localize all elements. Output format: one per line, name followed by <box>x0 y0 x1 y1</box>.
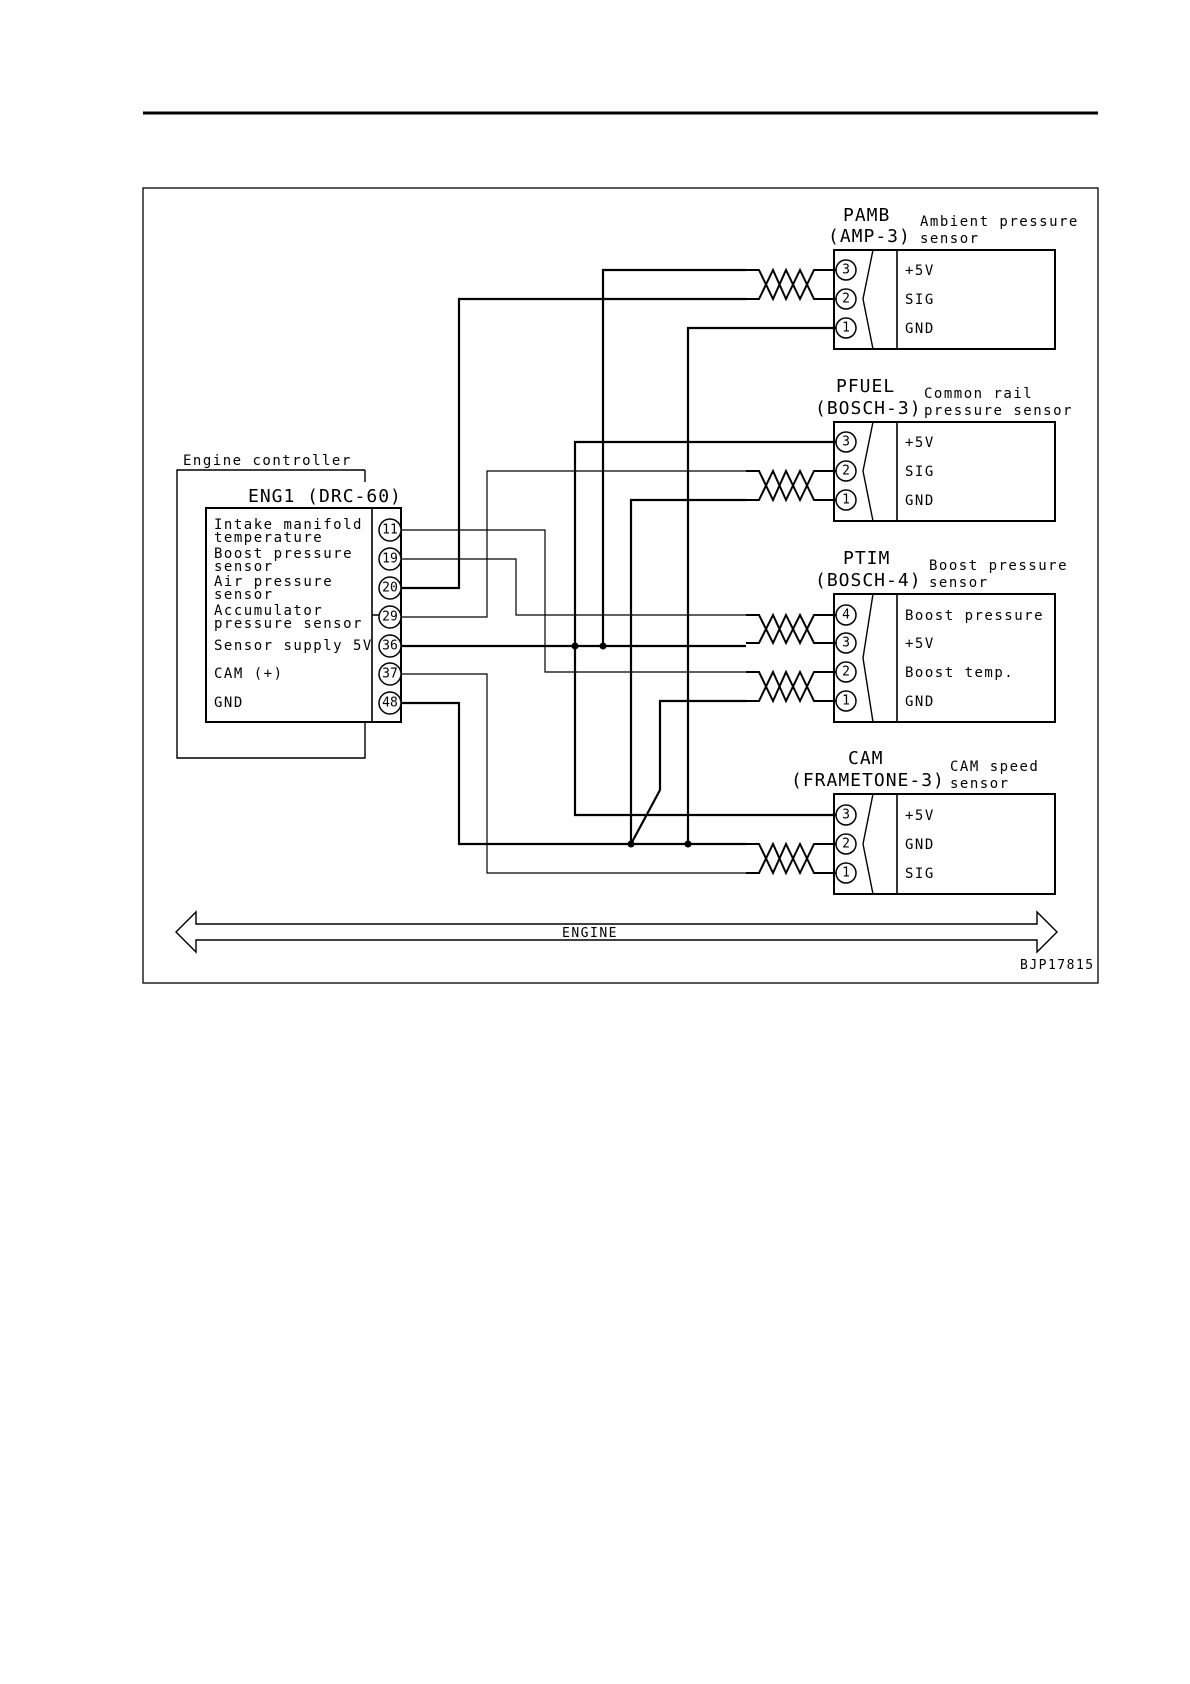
pfuel-pin-3-label: +5V <box>905 435 935 451</box>
pfuel-desc-1: Common rail <box>924 386 1033 402</box>
eng1-pin-48: 48 <box>382 696 398 711</box>
cam-pin-1-label: SIG <box>905 866 935 882</box>
pamb-desc-2: sensor <box>920 231 980 247</box>
controller-outline <box>176 469 366 759</box>
sensor-ptim: PTIM (BOSCH-4) Boost pressure sensor 4 3… <box>815 548 1068 723</box>
cam-pin-3-label: +5V <box>905 808 935 824</box>
engine-arrow <box>175 910 1058 954</box>
eng1-label-29a: Accumulator <box>214 603 323 619</box>
eng1-label-20a: Air pressure <box>214 574 333 590</box>
pfuel-name: PFUEL <box>836 376 895 397</box>
figure-code: BJP17815 <box>1020 958 1095 973</box>
cam-connector: (FRAMETONE-3) <box>791 770 945 791</box>
eng1-label-19b: sensor <box>214 559 274 575</box>
wire-gnd-pfuel <box>629 498 746 844</box>
cam-pin-2-label: GND <box>905 837 935 853</box>
pamb-connector: (AMP-3) <box>828 226 911 247</box>
controller-label: Engine controller <box>183 453 352 469</box>
ptim-pin-1-label: GND <box>905 694 935 710</box>
ptim-desc-2: sensor <box>929 575 989 591</box>
pfuel-pin-2-label: SIG <box>905 464 935 480</box>
sensor-cam: CAM (FRAMETONE-3) CAM speed sensor 3 2 1… <box>791 748 1056 895</box>
eng1-pin-19: 19 <box>382 552 398 567</box>
wires <box>401 267 836 876</box>
ptim-pin-4: 4 <box>842 608 850 623</box>
pfuel-connector: (BOSCH-3) <box>815 398 922 419</box>
pamb-desc-1: Ambient pressure <box>920 214 1079 230</box>
cam-desc-1: CAM speed <box>950 759 1039 775</box>
eng1-label-11a: Intake manifold <box>214 517 363 533</box>
junction-dots <box>571 642 692 848</box>
cam-pin-3: 3 <box>842 808 850 823</box>
twisted-pairs <box>746 267 836 876</box>
eng1-pin-29: 29 <box>382 610 398 625</box>
pfuel-desc-2: pressure sensor <box>924 403 1073 419</box>
eng1-label-48: GND <box>214 695 244 711</box>
sensor-pfuel: PFUEL (BOSCH-3) Common rail pressure sen… <box>815 376 1073 522</box>
pamb-pin-2: 2 <box>842 292 850 307</box>
wire-29-pfuel-sig <box>401 470 746 618</box>
ptim-connector: (BOSCH-4) <box>815 570 922 591</box>
wire-11-ptim-temp <box>401 529 746 673</box>
ptim-pin-3-label: +5V <box>905 636 935 652</box>
engine-label: ENGINE <box>562 926 618 941</box>
wire-gnd-ptim <box>630 699 746 845</box>
pamb-pin-2-label: SIG <box>905 292 935 308</box>
cam-name: CAM <box>848 748 884 769</box>
cam-pin-2: 2 <box>842 837 850 852</box>
wire-supply-pfuel <box>573 440 836 646</box>
pfuel-pin-3: 3 <box>842 435 850 450</box>
pamb-pin-1: 1 <box>842 321 850 336</box>
ptim-pin-4-label: Boost pressure <box>905 608 1044 624</box>
eng1-label-11b: temperature <box>214 530 323 546</box>
wire-gnd-pamb <box>686 326 836 844</box>
cam-pin-1: 1 <box>842 866 850 881</box>
cam-desc-2: sensor <box>950 776 1010 792</box>
ptim-pin-1: 1 <box>842 694 850 709</box>
pamb-name: PAMB <box>843 205 890 226</box>
pfuel-pin-1: 1 <box>842 493 850 508</box>
wire-supply-cam <box>573 646 836 817</box>
figure-frame <box>142 187 1099 984</box>
pamb-pin-3-label: +5V <box>905 263 935 279</box>
ptim-desc-1: Boost pressure <box>929 558 1068 574</box>
eng1-title: ENG1 (DRC-60) <box>248 486 402 507</box>
eng1-pin-11: 11 <box>382 523 398 538</box>
pfuel-pin-2: 2 <box>842 464 850 479</box>
ptim-pin-2: 2 <box>842 665 850 680</box>
sensor-pamb: PAMB (AMP-3) Ambient pressure sensor 3 2… <box>828 205 1079 350</box>
pfuel-pin-1-label: GND <box>905 493 935 509</box>
eng1-connector <box>205 507 402 723</box>
wire-20-pamb-sig <box>401 297 746 590</box>
eng1-label-20b: sensor <box>214 587 274 603</box>
wire-37-cam-sig <box>401 673 746 874</box>
pamb-pin-3: 3 <box>842 263 850 278</box>
eng1-label-37: CAM (+) <box>214 666 284 682</box>
ptim-name: PTIM <box>843 548 890 569</box>
ptim-pin-2-label: Boost temp. <box>905 665 1014 681</box>
eng1-pin-20: 20 <box>382 581 398 596</box>
eng1-pin-36: 36 <box>382 639 398 654</box>
eng1-pins: 11 19 20 29 36 37 48 <box>378 518 402 715</box>
eng1-label-36: Sensor supply 5V <box>214 638 373 654</box>
eng1-pin-37: 37 <box>382 667 398 682</box>
eng1-label-19a: Boost pressure <box>214 546 353 562</box>
wire-48-gnd <box>401 701 746 846</box>
eng1-label-29b: pressure sensor <box>214 616 363 632</box>
ptim-pin-3: 3 <box>842 636 850 651</box>
wire-supply-pamb <box>601 268 746 646</box>
pamb-pin-1-label: GND <box>905 321 935 337</box>
